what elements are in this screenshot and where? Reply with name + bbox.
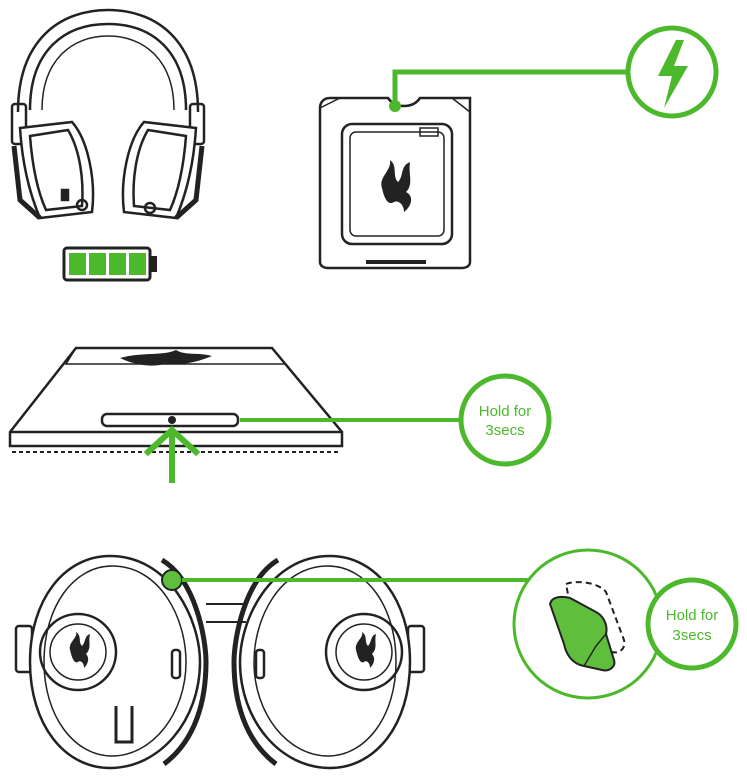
battery-bar (109, 253, 126, 275)
dock-hold-callout: Hold for 3secs (461, 376, 549, 464)
headset-hold-callout: Hold for 3secs (648, 580, 736, 668)
callout-line1: Hold for (666, 607, 719, 624)
headset-front-view (12, 10, 204, 218)
battery-full-icon (64, 248, 157, 280)
callout-line2: 3secs (672, 627, 711, 644)
battery-bar (129, 253, 146, 275)
power-button-zoom (514, 550, 662, 698)
lightning-bolt-icon (628, 28, 716, 116)
power-button (168, 416, 176, 424)
callout-line2: 3secs (485, 422, 524, 439)
callout-line1: Hold for (479, 403, 532, 420)
battery-bar (89, 253, 106, 275)
battery-bar (69, 253, 86, 275)
headset-power-button (162, 570, 182, 590)
